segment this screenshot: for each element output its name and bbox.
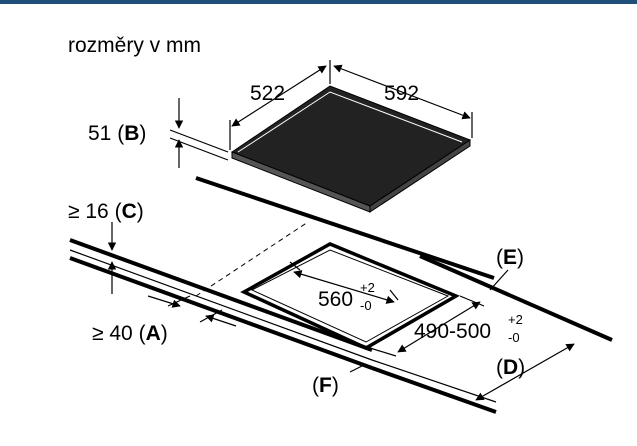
cutout-depth-tol-plus: +2 xyxy=(508,312,523,327)
header-bar xyxy=(0,0,637,4)
cutout-depth-label: 490-500 xyxy=(414,320,491,343)
worktop-back-edge xyxy=(195,176,495,280)
c-letter: C xyxy=(122,200,137,223)
d-letter: D xyxy=(503,356,518,379)
cutout-width-tol-plus: +2 xyxy=(360,280,375,295)
a-label: ≥ 40 (A) xyxy=(92,322,168,345)
a-dimension xyxy=(147,295,237,327)
f-letter: F xyxy=(319,374,332,397)
hob-height-letter: B xyxy=(124,122,139,145)
hob-height-label: 51 (B) xyxy=(88,122,146,145)
e-label: (E) xyxy=(496,246,524,269)
worktop-drawing xyxy=(69,221,613,414)
c-label: ≥ 16 (C) xyxy=(68,200,144,223)
cutout-width-value: 560 xyxy=(318,288,353,311)
cutout-width-label: 560 xyxy=(318,288,353,311)
hob-width-label: 522 xyxy=(250,82,285,105)
e-leader xyxy=(489,269,509,291)
cutout-depth-value: 490-500 xyxy=(414,320,491,343)
d-dimension xyxy=(475,343,575,401)
cutout-width-tol-minus: -0 xyxy=(360,298,372,313)
cutout-dimensions xyxy=(289,261,485,357)
f-leader xyxy=(349,363,367,373)
e-letter: E xyxy=(503,246,517,269)
hob-depth-label: 592 xyxy=(384,82,419,105)
hob-height-value: 51 xyxy=(88,122,111,145)
a-letter: A xyxy=(146,322,161,345)
f-label: (F) xyxy=(312,374,339,397)
a-value: ≥ 40 xyxy=(92,322,133,345)
c-value: ≥ 16 xyxy=(68,200,109,223)
diagram-title: rozměry v mm xyxy=(68,34,201,57)
d-label: (D) xyxy=(496,356,525,379)
hob-dimensions xyxy=(169,60,473,168)
cutout-depth-tol-minus: -0 xyxy=(508,330,520,345)
cutout-drawing xyxy=(240,242,460,350)
